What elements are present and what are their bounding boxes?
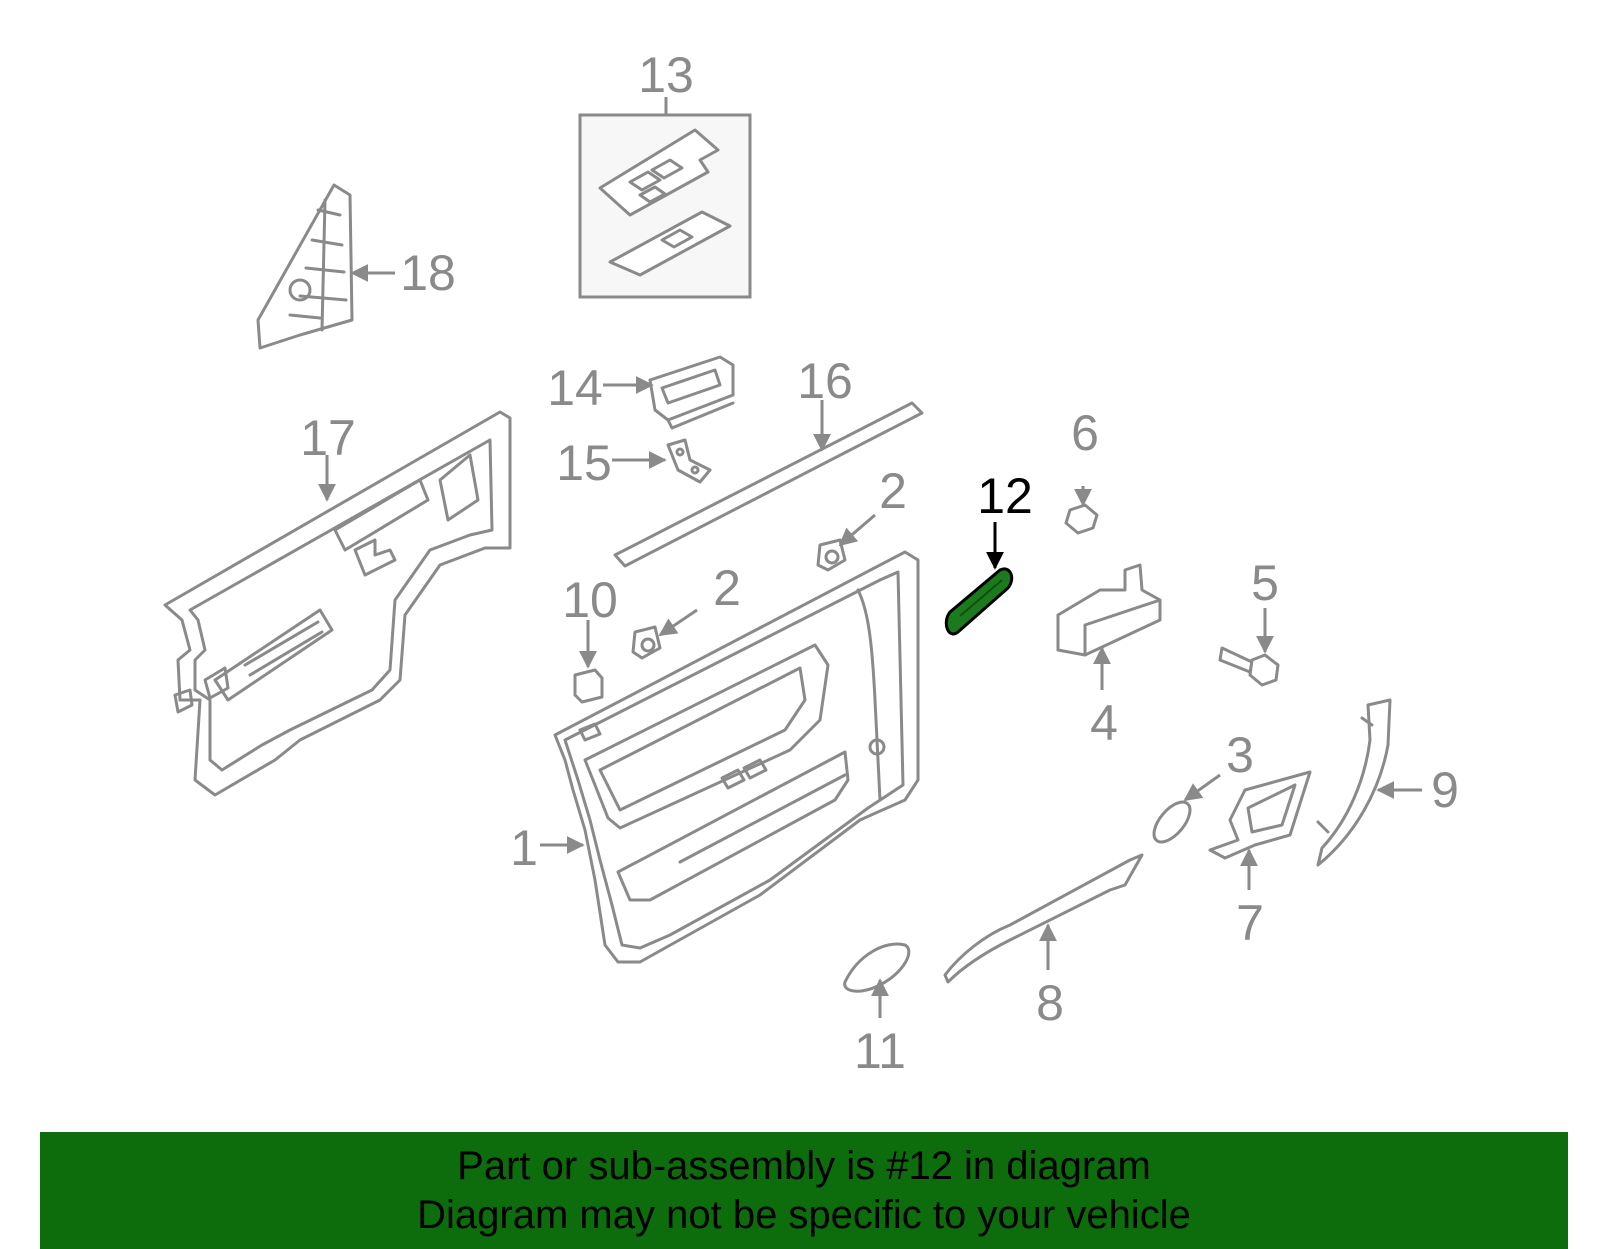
callouts: 13 18 14 16 15 17 6 12 2 5 10 2 4 3 9 1 …	[300, 47, 1459, 1079]
callout-17[interactable]: 17	[300, 410, 356, 466]
callout-2-lower[interactable]: 2	[713, 560, 741, 616]
callout-6[interactable]: 6	[1071, 405, 1099, 461]
banner-line-2: Diagram may not be specific to your vehi…	[417, 1193, 1191, 1237]
part-5-bolt[interactable]	[1218, 646, 1280, 687]
callout-14[interactable]: 14	[547, 360, 603, 416]
part-2-clip-lower[interactable]	[631, 625, 662, 660]
callout-7[interactable]: 7	[1236, 895, 1264, 951]
part-2-clip-upper[interactable]	[816, 538, 847, 572]
part-13-switch-kit[interactable]	[578, 113, 752, 299]
part-14-handle-housing[interactable]	[648, 355, 735, 430]
callout-15[interactable]: 15	[556, 435, 612, 491]
part-18-mirror-trim[interactable]	[256, 183, 354, 350]
part-6-nut[interactable]	[1064, 503, 1099, 535]
part-12-pull-handle[interactable]	[944, 567, 1014, 636]
banner-line-1: Part or sub-assembly is #12 in diagram	[457, 1144, 1151, 1188]
callout-2-upper[interactable]: 2	[879, 463, 907, 519]
part-10-block[interactable]	[573, 668, 604, 704]
part-7-inner-handle[interactable]	[1208, 770, 1312, 860]
info-banner: Part or sub-assembly is #12 in diagram D…	[40, 1132, 1568, 1249]
callout-3[interactable]: 3	[1226, 727, 1254, 783]
part-16-belt-molding[interactable]	[613, 401, 924, 568]
part-8-lower-trim[interactable]	[943, 853, 1144, 984]
part-11-badge[interactable]	[843, 942, 911, 993]
callout-18[interactable]: 18	[400, 245, 456, 301]
leader-lines	[318, 97, 1422, 1018]
callout-10[interactable]: 10	[562, 572, 618, 628]
part-1-door-trim-panel[interactable]	[553, 550, 920, 964]
callout-5[interactable]: 5	[1251, 555, 1279, 611]
callout-11[interactable]: 11	[854, 1023, 906, 1079]
callout-4[interactable]: 4	[1090, 695, 1118, 751]
callout-13[interactable]: 13	[638, 47, 694, 103]
callout-16[interactable]: 16	[797, 353, 853, 409]
part-4-bracket[interactable]	[1056, 563, 1162, 657]
part-3-plug[interactable]	[1147, 796, 1196, 848]
parts-diagram: 13 18 14 16 15 17 6 12 2 5 10 2 4 3 9 1 …	[163, 47, 1459, 1079]
callout-1[interactable]: 1	[510, 820, 538, 876]
part-17-inner-panel[interactable]	[163, 410, 512, 797]
callout-8[interactable]: 8	[1036, 975, 1064, 1031]
part-9-trim-strip[interactable]	[1316, 698, 1392, 867]
callout-12[interactable]: 12	[977, 468, 1033, 524]
callout-9[interactable]: 9	[1431, 762, 1459, 818]
part-15-bracket[interactable]	[666, 438, 712, 484]
